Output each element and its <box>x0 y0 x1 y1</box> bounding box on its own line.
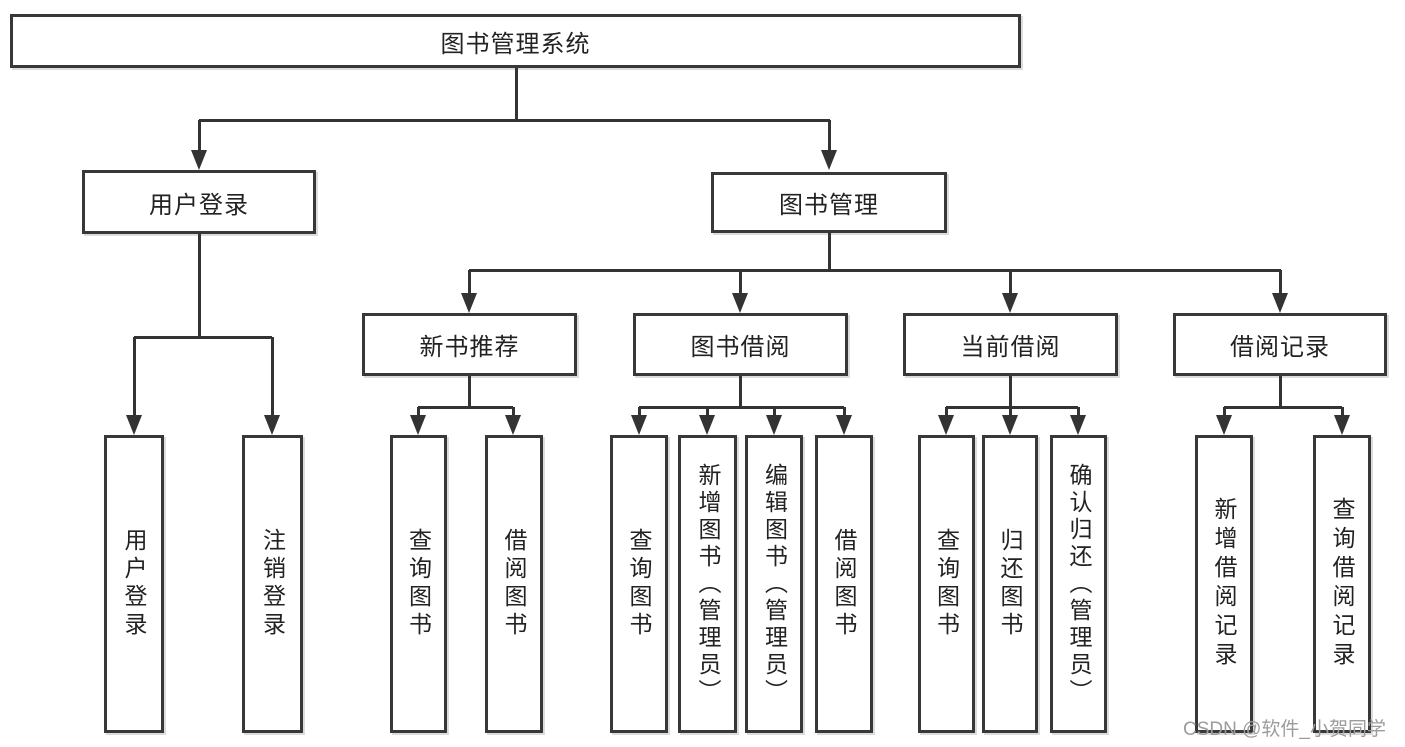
connector-line <box>469 268 1281 272</box>
node-user-login-label: 用户登录 <box>149 191 249 219</box>
leaf-logout: 注销登录 <box>242 435 303 733</box>
csdn-watermark: CSDN @软件_小贺同学 <box>1183 719 1386 740</box>
connector-line <box>1008 270 1012 295</box>
node-new-book-recommend: 新书推荐 <box>362 313 577 376</box>
connector-line <box>132 337 136 417</box>
leaf-current-confirm-return-admin: 确认归还（管理员） <box>1050 435 1107 733</box>
connector-line <box>418 405 513 409</box>
connector-line <box>1008 376 1012 408</box>
leaf-current-query-books: 查询图书 <box>918 435 975 733</box>
arrow-down-icon <box>126 415 142 435</box>
arrow-down-icon <box>1334 415 1350 435</box>
node-book-management: 图书管理 <box>711 172 947 233</box>
arrow-down-icon <box>1216 415 1232 435</box>
arrow-down-icon <box>766 415 782 435</box>
connector-line <box>1340 407 1344 417</box>
connector-line <box>1224 405 1342 409</box>
leaf-newbook-borrow-books-label: 借阅图书 <box>501 528 527 640</box>
connector-line <box>467 270 471 295</box>
node-book-borrow-label: 图书借阅 <box>690 334 791 361</box>
arrow-down-icon <box>699 415 715 435</box>
arrow-down-icon <box>938 415 954 435</box>
leaf-borrow-query-books: 查询图书 <box>610 435 668 733</box>
leaf-current-return-books-label: 归还图书 <box>997 528 1023 640</box>
node-root: 图书管理系统 <box>10 14 1021 68</box>
connector-line <box>197 234 201 337</box>
leaf-records-add-record-label: 新增借阅记录 <box>1211 497 1237 671</box>
connector-line <box>827 233 831 271</box>
connector-line <box>1008 407 1012 417</box>
leaf-current-confirm-return-admin-label: 确认归还（管理员） <box>1066 462 1092 706</box>
connector-line <box>738 376 742 408</box>
connector-line <box>1278 376 1282 408</box>
connector-line <box>1222 407 1226 417</box>
arrow-down-icon <box>1002 415 1018 435</box>
arrow-down-icon <box>505 415 521 435</box>
arrow-down-icon <box>1002 293 1018 313</box>
arrow-down-icon <box>410 415 426 435</box>
node-book-management-label: 图书管理 <box>779 192 879 219</box>
connector-line <box>639 405 844 409</box>
leaf-records-query-record: 查询借阅记录 <box>1313 435 1371 733</box>
leaf-records-query-record-label: 查询借阅记录 <box>1329 497 1355 671</box>
leaf-borrow-edit-books-admin: 编辑图书（管理员） <box>745 435 803 733</box>
connector-line <box>738 270 742 295</box>
leaf-current-return-books: 归还图书 <box>982 435 1038 733</box>
connector-line <box>1278 270 1282 295</box>
connector-line <box>197 120 201 152</box>
arrow-down-icon <box>821 150 837 170</box>
leaf-records-add-record: 新增借阅记录 <box>1195 435 1253 733</box>
leaf-newbook-query-books-label: 查询图书 <box>405 528 432 640</box>
leaf-user-login: 用户登录 <box>104 435 164 733</box>
arrow-down-icon <box>836 415 852 435</box>
arrow-down-icon <box>732 293 748 313</box>
arrow-down-icon <box>191 150 207 170</box>
connector-line <box>1076 407 1080 417</box>
connector-line <box>772 407 776 417</box>
leaf-borrow-query-books-label: 查询图书 <box>626 528 652 640</box>
connector-line <box>637 407 641 417</box>
node-user-login: 用户登录 <box>82 170 316 234</box>
leaf-newbook-borrow-books: 借阅图书 <box>485 435 543 733</box>
arrow-down-icon <box>264 415 280 435</box>
leaf-current-query-books-label: 查询图书 <box>933 528 960 640</box>
connector-line <box>514 68 518 120</box>
node-borrow-records-label: 借阅记录 <box>1230 334 1330 361</box>
leaf-user-login-label: 用户登录 <box>121 528 147 640</box>
connector-line <box>416 407 420 417</box>
node-current-borrow-label: 当前借阅 <box>960 334 1061 361</box>
connector-line <box>270 337 274 417</box>
connector-line <box>199 118 830 122</box>
leaf-logout-label: 注销登录 <box>259 528 286 640</box>
connector-line <box>842 407 846 417</box>
arrow-down-icon <box>461 293 477 313</box>
node-new-book-recommend-label: 新书推荐 <box>419 334 520 361</box>
connector-line <box>944 407 948 417</box>
connector-line <box>467 376 471 408</box>
leaf-borrow-borrow-books: 借阅图书 <box>815 435 873 733</box>
leaf-newbook-query-books: 查询图书 <box>390 435 447 733</box>
node-current-borrow: 当前借阅 <box>903 313 1118 376</box>
connector-line <box>705 407 709 417</box>
connector-line <box>134 335 272 339</box>
node-root-label: 图书管理系统 <box>440 30 591 58</box>
node-book-borrow: 图书借阅 <box>633 313 848 376</box>
connector-line <box>511 407 515 417</box>
leaf-borrow-edit-books-admin-label: 编辑图书（管理员） <box>761 462 788 706</box>
leaf-borrow-add-books-admin: 新增图书（管理员） <box>678 435 737 733</box>
node-borrow-records: 借阅记录 <box>1173 313 1387 376</box>
leaf-borrow-add-books-admin-label: 新增图书（管理员） <box>695 462 721 706</box>
connector-line <box>946 405 1078 409</box>
arrow-down-icon <box>1070 415 1086 435</box>
arrow-down-icon <box>1272 293 1288 313</box>
leaf-borrow-borrow-books-label: 借阅图书 <box>831 528 857 640</box>
connector-line <box>827 120 831 152</box>
arrow-down-icon <box>631 415 647 435</box>
